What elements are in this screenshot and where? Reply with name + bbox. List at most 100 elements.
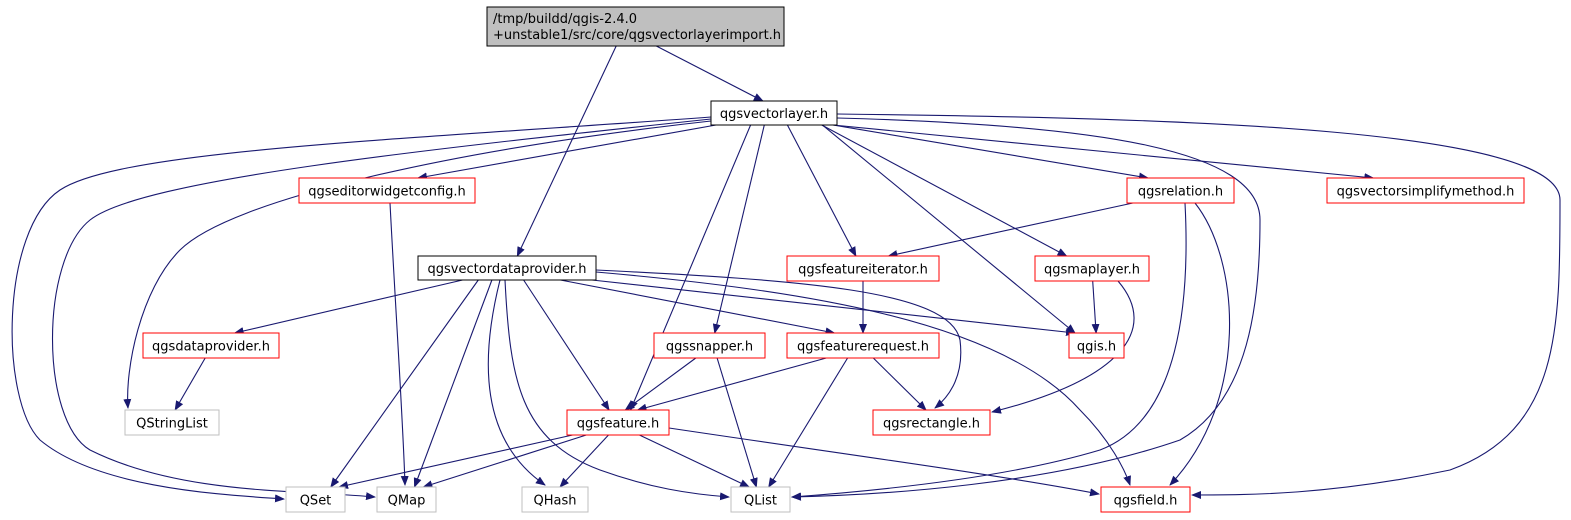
edge-qgsvectorlayer-to-qgsmaplayer bbox=[821, 124, 1068, 257]
node-QList: QList bbox=[730, 486, 791, 513]
node-qgsvectorlayer[interactable]: qgsvectorlayer.h bbox=[710, 100, 838, 126]
edge-qgsfeaturerequest-to-QList bbox=[768, 357, 849, 488]
node-label: qgsmaplayer.h bbox=[1044, 263, 1140, 278]
node-QStringList: QStringList bbox=[124, 409, 220, 436]
edge-qgsvectordataprovider-to-qgsdataprovider bbox=[233, 279, 463, 335]
node-qgsvectorsimplifymethod[interactable]: qgsvectorsimplifymethod.h bbox=[1326, 177, 1525, 204]
edge-qgsfeature-to-qgsfield bbox=[668, 427, 1100, 497]
edge-qgsfeaturerequest-to-qgsfeature bbox=[636, 357, 827, 412]
node-box bbox=[124, 409, 220, 436]
edge-qgsvectorlayer-to-qgseditorwidgetconfig bbox=[417, 124, 717, 181]
node-label: qgsfield.h bbox=[1114, 494, 1178, 509]
node-box bbox=[521, 486, 589, 513]
node-qgsvectordataprovider[interactable]: qgsvectordataprovider.h bbox=[417, 255, 597, 281]
edges-layer bbox=[11, 45, 1561, 503]
node-qgsfield[interactable]: qgsfield.h bbox=[1100, 486, 1191, 513]
node-label: qgsvectordataprovider.h bbox=[428, 262, 587, 277]
node-box bbox=[710, 100, 838, 126]
edge-qgsvectordataprovider-to-QHash bbox=[487, 279, 546, 486]
node-label: +unstable1/src/core/qgsvectorlayerimport… bbox=[493, 28, 781, 43]
node-box bbox=[566, 409, 670, 436]
edge-qgsfeature-to-QMap bbox=[422, 434, 587, 489]
node-qgsrelation[interactable]: qgsrelation.h bbox=[1126, 177, 1235, 204]
node-qgsfeaturerequest[interactable]: qgsfeaturerequest.h bbox=[786, 332, 940, 359]
edge-qgsvectorlayer-to-QList bbox=[791, 117, 1261, 501]
node-qgsrectangle[interactable]: qgsrectangle.h bbox=[872, 409, 991, 436]
edge-qgsfeature-to-QHash bbox=[559, 434, 609, 488]
node-box bbox=[417, 255, 597, 281]
node-QHash: QHash bbox=[521, 486, 589, 513]
node-box bbox=[1100, 486, 1191, 513]
node-qgsfeature[interactable]: qgsfeature.h bbox=[566, 409, 670, 436]
node-box bbox=[1034, 255, 1150, 282]
node-label: QSet bbox=[300, 494, 332, 509]
edge-qgsvectorlayer-to-qgsfeatureiterator bbox=[786, 124, 857, 257]
edge-qgsrelation-to-qgsfield bbox=[1169, 202, 1231, 486]
node-box bbox=[298, 177, 476, 204]
node-box bbox=[285, 486, 346, 513]
edge-qgsvectorlayer-to-QStringList bbox=[123, 120, 712, 409]
edge-qgsrelation-to-qgsfeatureiterator bbox=[887, 202, 1134, 259]
node-label: qgsdataprovider.h bbox=[152, 340, 270, 355]
node-label: qgsvectorlayer.h bbox=[720, 107, 828, 122]
node-box bbox=[872, 409, 991, 436]
node-QMap: QMap bbox=[376, 486, 437, 513]
node-box bbox=[786, 332, 940, 359]
edge-qgsvectordataprovider-to-QSet bbox=[330, 279, 479, 488]
node-root[interactable]: /tmp/buildd/qgis-2.4.0+unstable1/src/cor… bbox=[486, 6, 785, 47]
node-label: qgsrelation.h bbox=[1138, 185, 1223, 200]
node-box bbox=[786, 255, 940, 282]
node-QSet: QSet bbox=[285, 486, 346, 513]
edge-root-to-qgsvectorlayer bbox=[656, 45, 764, 102]
node-box bbox=[730, 486, 791, 513]
node-qgsmaplayer[interactable]: qgsmaplayer.h bbox=[1034, 255, 1150, 282]
node-box bbox=[376, 486, 437, 513]
node-qgssnapper[interactable]: qgssnapper.h bbox=[653, 332, 766, 359]
edge-qgsvectordataprovider-to-qgsfeaturerequest bbox=[560, 279, 836, 336]
node-qgis[interactable]: qgis.h bbox=[1068, 332, 1125, 359]
edge-qgsrelation-to-QList bbox=[791, 202, 1187, 501]
edge-qgsvectorlayer-to-qgssnapper bbox=[712, 124, 765, 334]
edge-qgsvectordataprovider-to-QMap bbox=[413, 279, 493, 488]
node-qgsfeatureiterator[interactable]: qgsfeatureiterator.h bbox=[786, 255, 940, 282]
node-label: /tmp/buildd/qgis-2.4.0 bbox=[493, 12, 637, 27]
node-box bbox=[486, 6, 785, 47]
edge-qgsfeature-to-QList bbox=[639, 434, 751, 488]
node-qgsdataprovider[interactable]: qgsdataprovider.h bbox=[142, 332, 280, 359]
edge-qgsfeaturerequest-to-qgsrectangle bbox=[872, 357, 927, 411]
edge-qgseditorwidgetconfig-to-QMap bbox=[389, 202, 409, 486]
edge-qgsvectordataprovider-to-qgsfeature bbox=[523, 279, 610, 411]
edge-qgsvectorlayer-to-qgsvectorsimplifymethod bbox=[832, 124, 1375, 182]
node-box bbox=[1326, 177, 1525, 204]
node-label: qgsfeature.h bbox=[577, 417, 660, 432]
node-box bbox=[1068, 332, 1125, 359]
node-label: qgssnapper.h bbox=[666, 340, 753, 355]
edge-qgsvectorlayer-to-qgsrelation bbox=[832, 124, 1149, 181]
node-label: qgsrectangle.h bbox=[883, 417, 980, 432]
node-label: QMap bbox=[388, 494, 426, 509]
node-box bbox=[1126, 177, 1235, 204]
edge-qgsvectordataprovider-to-qgis bbox=[591, 279, 1076, 336]
node-label: qgsvectorsimplifymethod.h bbox=[1337, 185, 1515, 200]
node-box bbox=[653, 332, 766, 359]
edge-qgsvectordataprovider-to-qgsrectangle bbox=[595, 269, 962, 409]
edge-qgsvectorlayer-to-qgis bbox=[822, 124, 1076, 334]
edge-qgssnapper-to-QList bbox=[716, 357, 758, 488]
edge-qgsmaplayer-to-qgis bbox=[1091, 280, 1100, 334]
edge-qgsvectorlayer-to-QMap bbox=[52, 118, 712, 501]
edge-qgsvectordataprovider-to-QList bbox=[504, 279, 730, 501]
edge-qgssnapper-to-qgsfeature bbox=[624, 357, 697, 411]
edge-qgsvectorlayer-to-QSet bbox=[11, 116, 712, 503]
node-box bbox=[142, 332, 280, 359]
node-qgseditorwidgetconfig[interactable]: qgseditorwidgetconfig.h bbox=[298, 177, 476, 204]
node-label: QHash bbox=[534, 494, 577, 509]
edge-qgsdataprovider-to-QStringList bbox=[174, 357, 206, 411]
edge-qgsfeature-to-QSet bbox=[338, 434, 573, 489]
node-label: QStringList bbox=[136, 417, 208, 432]
edge-qgsvectordataprovider-to-qgsfield bbox=[595, 271, 1131, 486]
node-label: qgseditorwidgetconfig.h bbox=[308, 185, 466, 200]
node-label: qgsfeatureiterator.h bbox=[798, 263, 928, 278]
node-label: qgis.h bbox=[1077, 340, 1116, 355]
nodes-layer: /tmp/buildd/qgis-2.4.0+unstable1/src/cor… bbox=[124, 6, 1525, 513]
